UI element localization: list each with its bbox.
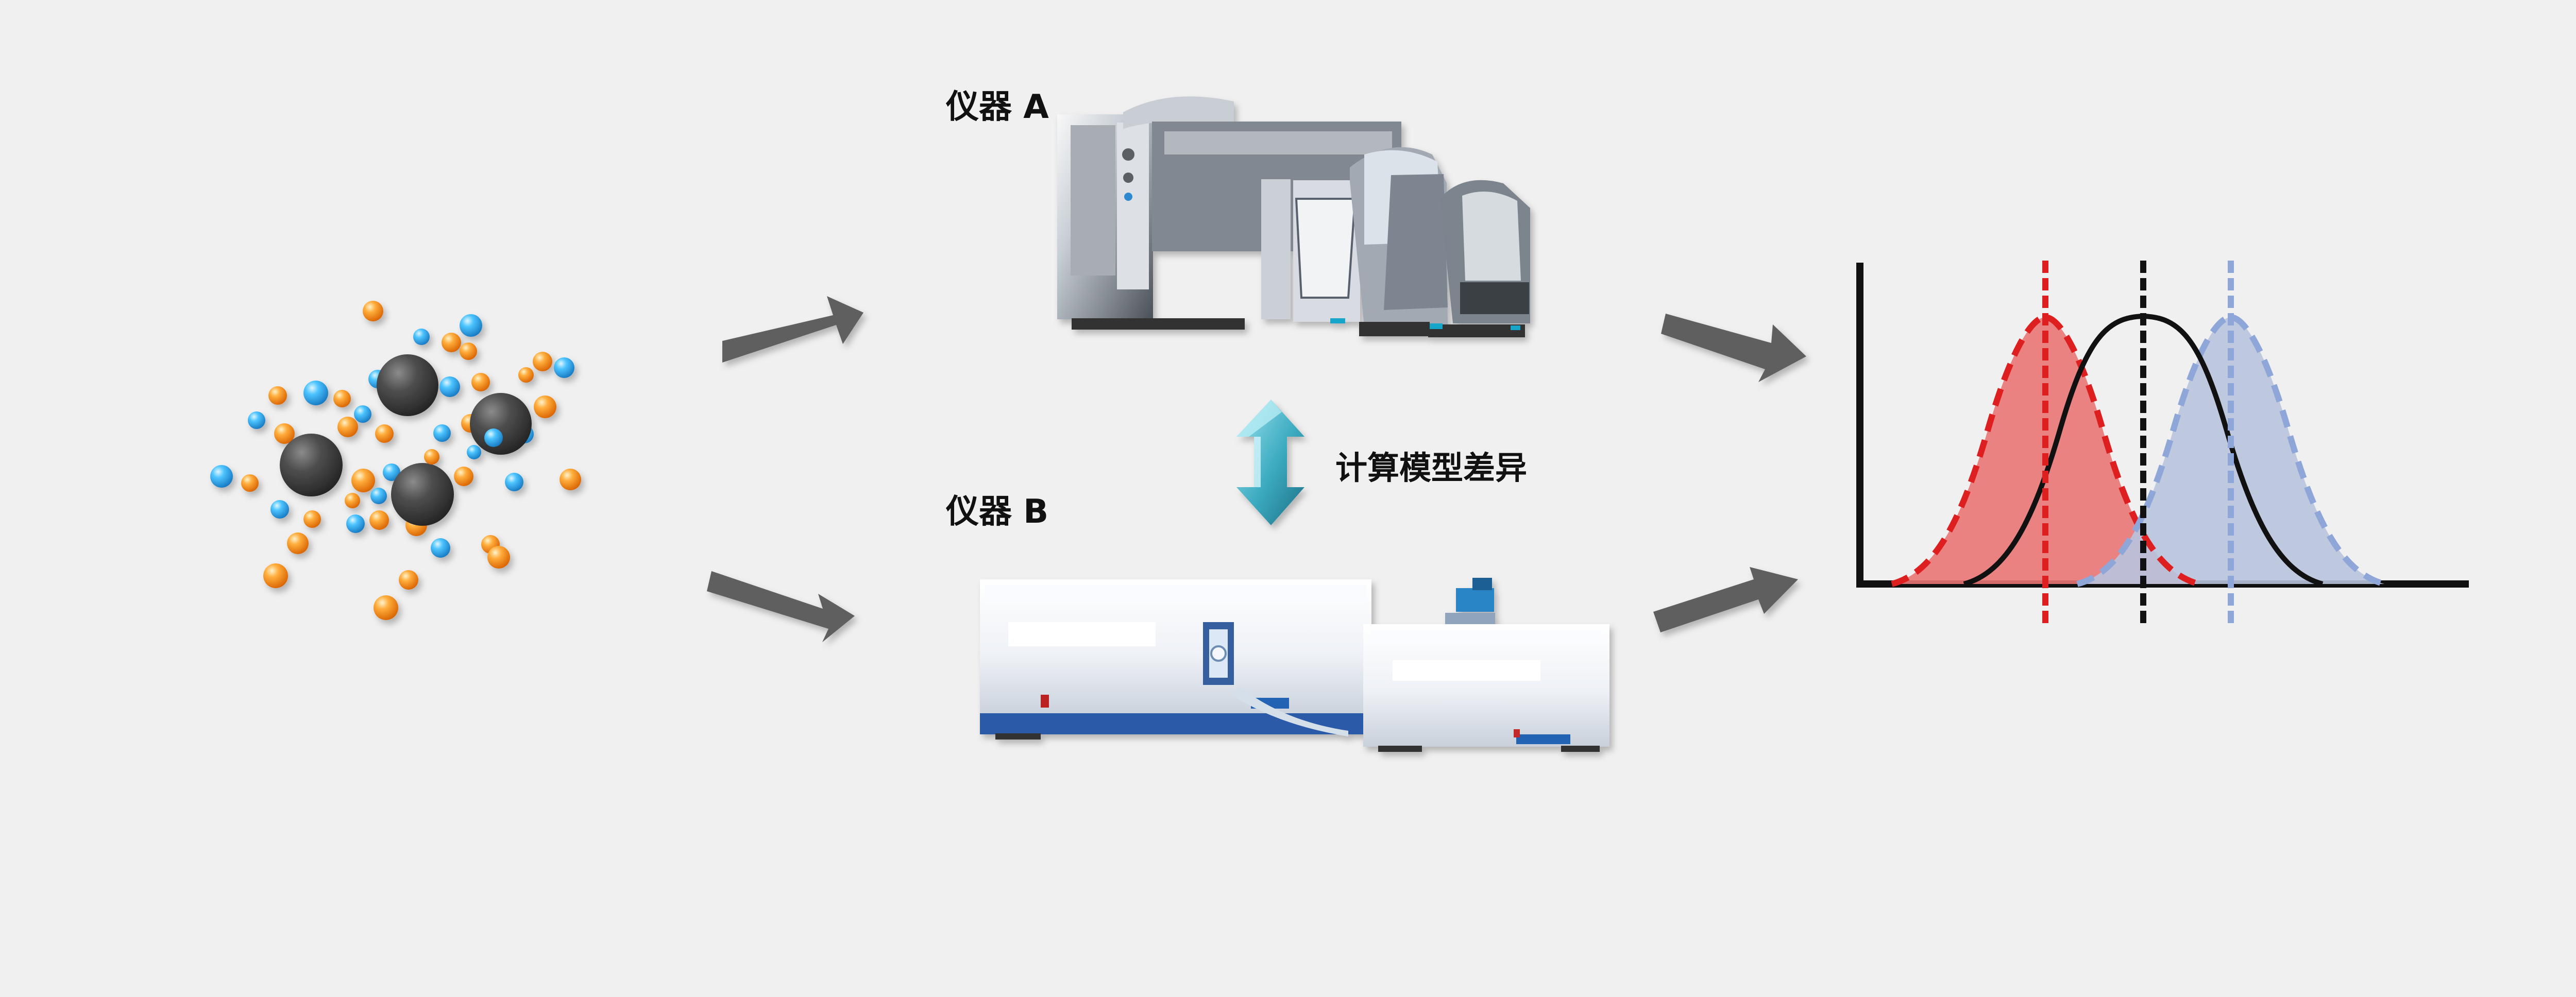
particle-orange bbox=[363, 301, 383, 321]
particle-cluster bbox=[210, 301, 581, 620]
particle-orange bbox=[241, 474, 259, 492]
instrument-b-illustration bbox=[980, 578, 1609, 752]
particle-blue bbox=[248, 411, 265, 429]
particle-orange bbox=[287, 532, 309, 554]
arrow-to-instrument-b bbox=[707, 571, 855, 642]
particle-orange bbox=[268, 386, 287, 405]
particle-orange bbox=[424, 449, 439, 465]
particle-orange bbox=[460, 342, 477, 360]
model-difference-label: 计算模型差异 bbox=[1335, 449, 1528, 487]
particle-blue bbox=[354, 405, 371, 423]
particle-orange bbox=[369, 510, 389, 530]
instrument-a-label: 仪器 A bbox=[946, 88, 1049, 126]
instrument-b-label: 仪器 B bbox=[946, 493, 1049, 531]
particle-orange bbox=[399, 570, 418, 590]
particle-blue bbox=[460, 314, 482, 337]
particle-orange bbox=[374, 595, 398, 620]
instrument-b-distribution-outline bbox=[2076, 314, 2385, 587]
particle-orange bbox=[263, 563, 288, 588]
model-difference-double-arrow bbox=[1236, 400, 1304, 525]
particle-blue bbox=[413, 329, 430, 345]
particle-orange bbox=[375, 424, 394, 443]
particle-blue bbox=[484, 428, 503, 447]
particle-blue bbox=[270, 500, 289, 519]
particle-orange bbox=[303, 510, 321, 528]
particle-blue bbox=[383, 463, 400, 481]
particle-orange bbox=[518, 367, 534, 383]
particle-large bbox=[470, 393, 532, 455]
particle-blue bbox=[439, 376, 460, 397]
distribution-chart bbox=[1856, 261, 2469, 627]
particle-large bbox=[391, 463, 454, 526]
particle-blue bbox=[433, 424, 451, 442]
instrument-a-illustration bbox=[1057, 96, 1530, 337]
particle-blue bbox=[554, 357, 574, 378]
particle-blue bbox=[467, 445, 481, 459]
particle-blue bbox=[210, 465, 233, 488]
particle-orange bbox=[337, 417, 358, 437]
arrow-from-instrument-a bbox=[1661, 314, 1806, 382]
particle-orange bbox=[442, 333, 461, 352]
particle-orange bbox=[487, 546, 510, 569]
instrument-a-distribution-fill bbox=[1892, 317, 2199, 584]
particle-orange bbox=[533, 352, 552, 371]
particle-orange bbox=[345, 493, 360, 508]
instrument-a-distribution-outline bbox=[1891, 314, 2200, 587]
process-arrows bbox=[707, 296, 1806, 642]
arrow-to-instrument-a bbox=[722, 296, 863, 363]
particle-blue bbox=[346, 514, 365, 533]
particle-blue bbox=[505, 473, 523, 491]
particle-orange bbox=[351, 469, 375, 492]
particle-orange bbox=[560, 469, 581, 490]
particle-blue bbox=[431, 538, 450, 558]
particle-large bbox=[280, 434, 343, 496]
particle-blue bbox=[370, 488, 387, 504]
particle-orange bbox=[274, 423, 295, 444]
particle-large bbox=[377, 354, 438, 416]
particle-orange bbox=[534, 396, 556, 418]
particle-orange bbox=[471, 373, 490, 391]
particle-orange bbox=[333, 390, 351, 407]
particle-orange bbox=[454, 467, 473, 486]
arrow-from-instrument-b bbox=[1653, 567, 1798, 632]
particle-blue bbox=[303, 381, 328, 405]
